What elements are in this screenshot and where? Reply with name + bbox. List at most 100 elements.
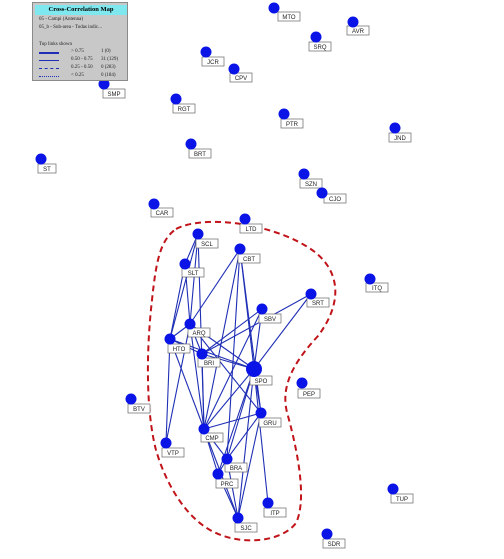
node-label: CJO — [329, 197, 341, 203]
node-cpv[interactable]: CPV — [228, 63, 253, 83]
node-label: RGT — [178, 107, 191, 113]
node-label: BRA — [230, 466, 242, 472]
node-smp[interactable]: SMP — [98, 78, 126, 99]
node-sbv[interactable]: SBV — [256, 303, 282, 324]
node-label-box — [181, 267, 205, 278]
node-label: SZN — [305, 182, 317, 188]
node-label-box — [280, 118, 304, 129]
node-slt[interactable]: SLT — [179, 258, 205, 278]
node-label-box — [197, 357, 221, 368]
legend-row-label: 0.25 - 0.50 — [71, 65, 93, 70]
node-label-box — [188, 148, 212, 159]
node-dot — [256, 303, 268, 315]
node-vtp[interactable]: VTP — [160, 437, 185, 458]
node-label-box — [127, 403, 151, 414]
node-dot — [364, 273, 376, 285]
node-dot — [148, 198, 160, 210]
node-prc[interactable]: PRC — [212, 468, 239, 489]
node-label: SJC — [240, 526, 252, 532]
link-cbt-gru — [239, 248, 262, 414]
node-pep[interactable]: PEP — [296, 377, 321, 399]
node-label: SBV — [264, 317, 276, 323]
legend-row-count: 0 (283) — [101, 65, 116, 70]
node-bra[interactable]: BRA — [221, 453, 248, 473]
node-label-box — [102, 88, 126, 99]
node-label-box — [237, 253, 261, 264]
node-st[interactable]: ST — [35, 153, 57, 174]
node-dot — [347, 16, 359, 28]
node-itq[interactable]: ITQ — [364, 273, 389, 293]
node-srt[interactable]: SRT — [305, 288, 330, 308]
node-hto[interactable]: HTO — [164, 333, 191, 354]
node-label: HTO — [173, 347, 186, 353]
node-itp[interactable]: ITP — [262, 497, 287, 518]
legend-title: Cross-Correlation Map — [35, 5, 127, 15]
node-spo[interactable]: SPO — [246, 361, 273, 386]
node-dot — [387, 483, 399, 495]
node-label: LTD — [246, 227, 258, 233]
node-label: SRT — [312, 301, 324, 307]
node-label-box — [323, 193, 347, 204]
node-ptr[interactable]: PTR — [278, 108, 304, 129]
node-jcr[interactable]: JCR — [200, 46, 225, 67]
node-label-box — [161, 447, 185, 458]
node-cmp[interactable]: CMP — [198, 423, 224, 443]
node-label: SPO — [255, 379, 268, 385]
legend-row-thick: > 0.75 1 (0) — [39, 48, 127, 56]
legend-row-count: 0 (184) — [101, 73, 116, 78]
node-dot — [234, 243, 246, 255]
node-label-box — [187, 327, 211, 338]
node-label-box — [224, 462, 248, 473]
node-dot — [262, 497, 274, 509]
legend-line-thick — [39, 52, 59, 54]
node-label-box — [263, 507, 287, 518]
node-szn[interactable]: SZN — [298, 168, 323, 189]
node-ltd[interactable]: LTD — [239, 213, 263, 234]
node-label: CBT — [243, 257, 255, 263]
node-dot — [125, 393, 137, 405]
legend-panel: Cross-Correlation Map 05 - Campi (Antenn… — [32, 2, 128, 81]
node-label: JCR — [207, 60, 219, 66]
node-cbt[interactable]: CBT — [234, 243, 261, 264]
node-jnd[interactable]: JND — [388, 122, 412, 143]
node-sjc[interactable]: SJC — [232, 512, 258, 533]
node-dot — [196, 348, 208, 360]
node-label-box — [249, 375, 273, 386]
link-spo-cmp — [203, 368, 255, 430]
node-car[interactable]: CAR — [148, 198, 174, 218]
legend-line-dotted — [39, 76, 59, 77]
node-btv[interactable]: BTV — [125, 393, 151, 414]
legend-links-header: Top links shown — [39, 42, 72, 47]
node-cjo[interactable]: CJO — [316, 187, 347, 204]
legend-subtitle-1: 05 - Campi (Antenna) — [39, 17, 84, 22]
node-dot — [185, 138, 197, 150]
node-label-box — [297, 388, 321, 399]
node-label: JND — [394, 136, 406, 142]
node-label-box — [150, 207, 174, 218]
node-avr[interactable]: AVR — [346, 16, 370, 36]
node-label: SLT — [188, 271, 199, 277]
node-sdr[interactable]: SDR — [321, 528, 346, 549]
node-rgt[interactable]: RGT — [170, 93, 196, 114]
node-scl[interactable]: SCL — [192, 228, 219, 249]
node-label-box — [346, 25, 370, 36]
node-dot — [389, 122, 401, 134]
node-gru[interactable]: GRU — [255, 407, 282, 428]
legend-row-count: 1 (0) — [101, 49, 111, 54]
node-mto[interactable]: MTO — [268, 2, 301, 22]
node-dot — [200, 46, 212, 58]
legend-line-dashed — [39, 68, 59, 69]
node-arq[interactable]: ARQ — [184, 318, 211, 338]
node-label: GRU — [263, 421, 276, 427]
node-label: VTP — [167, 451, 179, 457]
node-brt[interactable]: BRT — [185, 138, 212, 159]
node-bri[interactable]: BRI — [196, 348, 221, 368]
node-tup[interactable]: TUP — [387, 483, 414, 504]
legend-row-label: 0.50 - 0.75 — [71, 57, 93, 62]
node-srq[interactable]: SRQ — [308, 31, 332, 52]
nodes-layer: MTO AVR SRQ JCR CPV SMP RGT PTR JND BRT ST SZN CJO CA… — [35, 2, 414, 549]
node-dot — [164, 333, 176, 345]
node-label: SMP — [107, 92, 120, 98]
link-hto-cmp — [169, 338, 205, 430]
node-dot — [246, 361, 262, 377]
